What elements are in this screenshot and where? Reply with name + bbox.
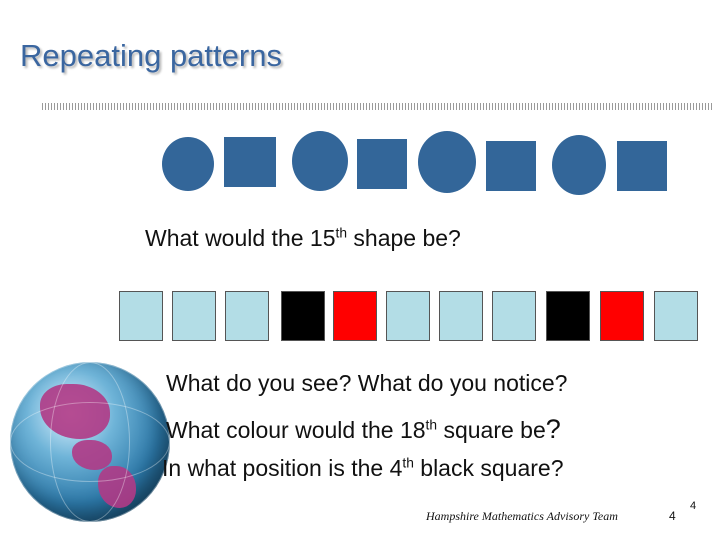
pattern-square-red bbox=[333, 291, 377, 341]
pattern-square-lightblue bbox=[172, 291, 216, 341]
question-18th-sup: th bbox=[425, 417, 438, 433]
pattern-square bbox=[357, 139, 407, 189]
pattern-square bbox=[617, 141, 667, 191]
pattern-square-black bbox=[546, 291, 590, 341]
globe-image bbox=[10, 362, 170, 522]
question-15th-shape: What would the 15th shape be? bbox=[145, 225, 461, 252]
pattern-square-lightblue bbox=[439, 291, 483, 341]
question-18th-mark: ? bbox=[545, 414, 561, 444]
question-15th-text: What would the 15 bbox=[145, 225, 336, 251]
slide-title: Repeating patterns bbox=[20, 38, 282, 73]
pattern-circle bbox=[418, 131, 476, 193]
divider bbox=[42, 103, 714, 110]
question-15th-suffix: shape be? bbox=[347, 225, 461, 251]
question-4th-text: In what position is the 4 bbox=[162, 455, 403, 481]
pattern-square-lightblue bbox=[492, 291, 536, 341]
pattern-square-red bbox=[600, 291, 644, 341]
pattern-circle bbox=[292, 131, 348, 191]
question-18th-suffix: square be bbox=[437, 417, 546, 443]
question-18th-text: What colour would the 18 bbox=[166, 417, 426, 443]
globe-parallel bbox=[10, 402, 170, 482]
footer-text: Hampshire Mathematics Advisory Team bbox=[426, 509, 618, 523]
question-4th-sup: th bbox=[402, 455, 414, 471]
pattern-square-lightblue bbox=[119, 291, 163, 341]
question-15th-sup: th bbox=[335, 225, 348, 241]
page-number: 4 bbox=[669, 509, 676, 523]
pattern-circle bbox=[552, 135, 606, 195]
question-see-notice: What do you see? What do you notice? bbox=[166, 370, 568, 396]
pattern-square bbox=[224, 137, 276, 187]
question-18th-square: What colour would the 18th square be? bbox=[166, 414, 561, 445]
pattern-square-black bbox=[281, 291, 325, 341]
pattern-square-lightblue bbox=[654, 291, 698, 341]
pattern-circle bbox=[162, 137, 214, 191]
question-4th-suffix: black square? bbox=[413, 455, 564, 481]
pattern-square-lightblue bbox=[225, 291, 269, 341]
page-number-corner: 4 bbox=[690, 500, 697, 512]
pattern-square bbox=[486, 141, 536, 191]
pattern-square-lightblue bbox=[386, 291, 430, 341]
question-4th-black: In what position is the 4th black square… bbox=[162, 455, 563, 482]
